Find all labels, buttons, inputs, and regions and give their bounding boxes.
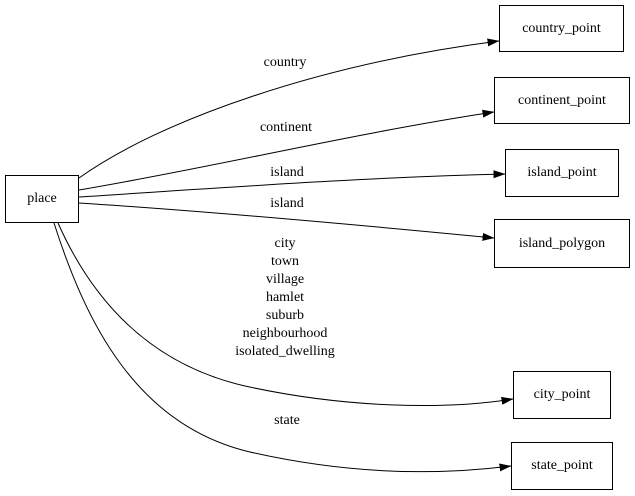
edge-place-country_point: [78, 38, 500, 179]
node-city_point: city_point: [513, 371, 611, 419]
edge-label-island: island: [270, 165, 304, 180]
edge-label-suburb: suburb: [265, 308, 305, 323]
node-state_point: state_point: [511, 442, 613, 490]
edge-label-city-group: city town village hamlet suburb neighbou…: [235, 235, 335, 361]
edge-label-country: country: [263, 55, 307, 70]
edge-place-city_point: [57, 222, 514, 406]
edge-place-island_point: [78, 170, 506, 198]
edge-label-state: state: [274, 413, 300, 428]
node-continent_point: continent_point: [494, 77, 630, 124]
edge-label-island-2: island: [270, 196, 304, 211]
node-island_polygon: island_polygon: [494, 219, 630, 268]
edge-label-town: town: [270, 254, 299, 269]
edge-place-island_polygon: [78, 202, 495, 241]
edge-place-continent_point: [78, 109, 495, 191]
edge-label-village: village: [265, 272, 305, 287]
edge-label-city: city: [274, 236, 296, 251]
edge-label-isolated-dwelling: isolated_dwelling: [235, 344, 335, 359]
edge-label-continent: continent: [259, 120, 313, 135]
edge-place-state_point: [53, 222, 512, 473]
edge-label-hamlet: hamlet: [265, 290, 305, 305]
node-country_point: country_point: [499, 5, 624, 52]
edge-label-neighbourhood: neighbourhood: [242, 326, 328, 341]
node-island_point: island_point: [505, 149, 619, 197]
node-place: place: [5, 175, 79, 223]
